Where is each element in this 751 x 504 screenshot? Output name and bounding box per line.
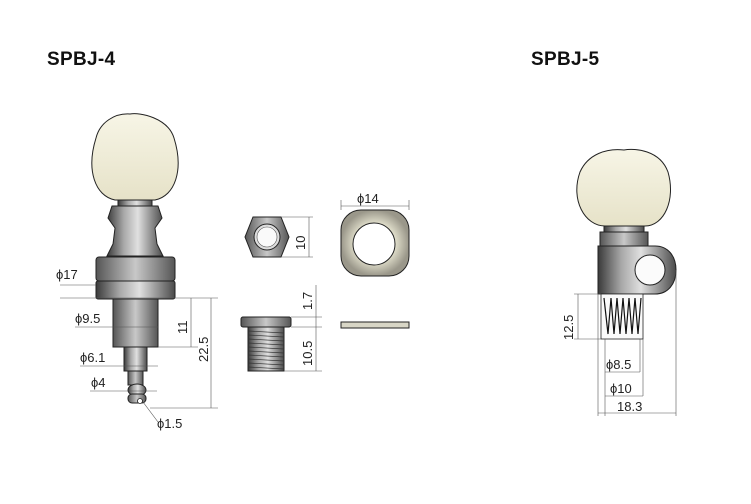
dim-h11: 11 xyxy=(175,321,190,335)
dim-d8-5: ϕ8.5 xyxy=(606,357,631,372)
dim-h10-5: 10.5 xyxy=(300,341,315,366)
spbj-5-dimension-lines xyxy=(574,270,677,416)
dim-d9-5: ϕ9.5 xyxy=(75,311,100,326)
dim-d6-1: ϕ6.1 xyxy=(80,350,105,365)
washer-top-view xyxy=(340,200,410,277)
spbj-5-peg xyxy=(576,148,677,340)
dim-nut-height: 10 xyxy=(293,236,308,250)
dim-d1-5: ϕ1.5 xyxy=(157,416,182,431)
model-title-spbj-4: SPBJ-4 xyxy=(47,49,116,70)
dim-d14: ϕ14 xyxy=(357,191,379,206)
dim-d4: ϕ4 xyxy=(91,375,106,390)
dim-h12-5: 12.5 xyxy=(561,315,576,340)
dim-d17: ϕ17 xyxy=(56,267,78,282)
bushing-side-view xyxy=(240,285,322,372)
dim-d10: ϕ10 xyxy=(610,381,632,396)
dim-h22-5: 22.5 xyxy=(196,337,211,362)
model-title-spbj-5: SPBJ-5 xyxy=(531,49,600,70)
dim-h1-7: 1.7 xyxy=(300,292,315,310)
spbj-4-dimension-lines xyxy=(60,284,218,423)
hex-nut-top-view xyxy=(244,216,313,258)
washer-side-view xyxy=(340,321,410,329)
spbj-4-peg xyxy=(91,113,179,404)
dim-w18-3: 18.3 xyxy=(617,399,642,414)
